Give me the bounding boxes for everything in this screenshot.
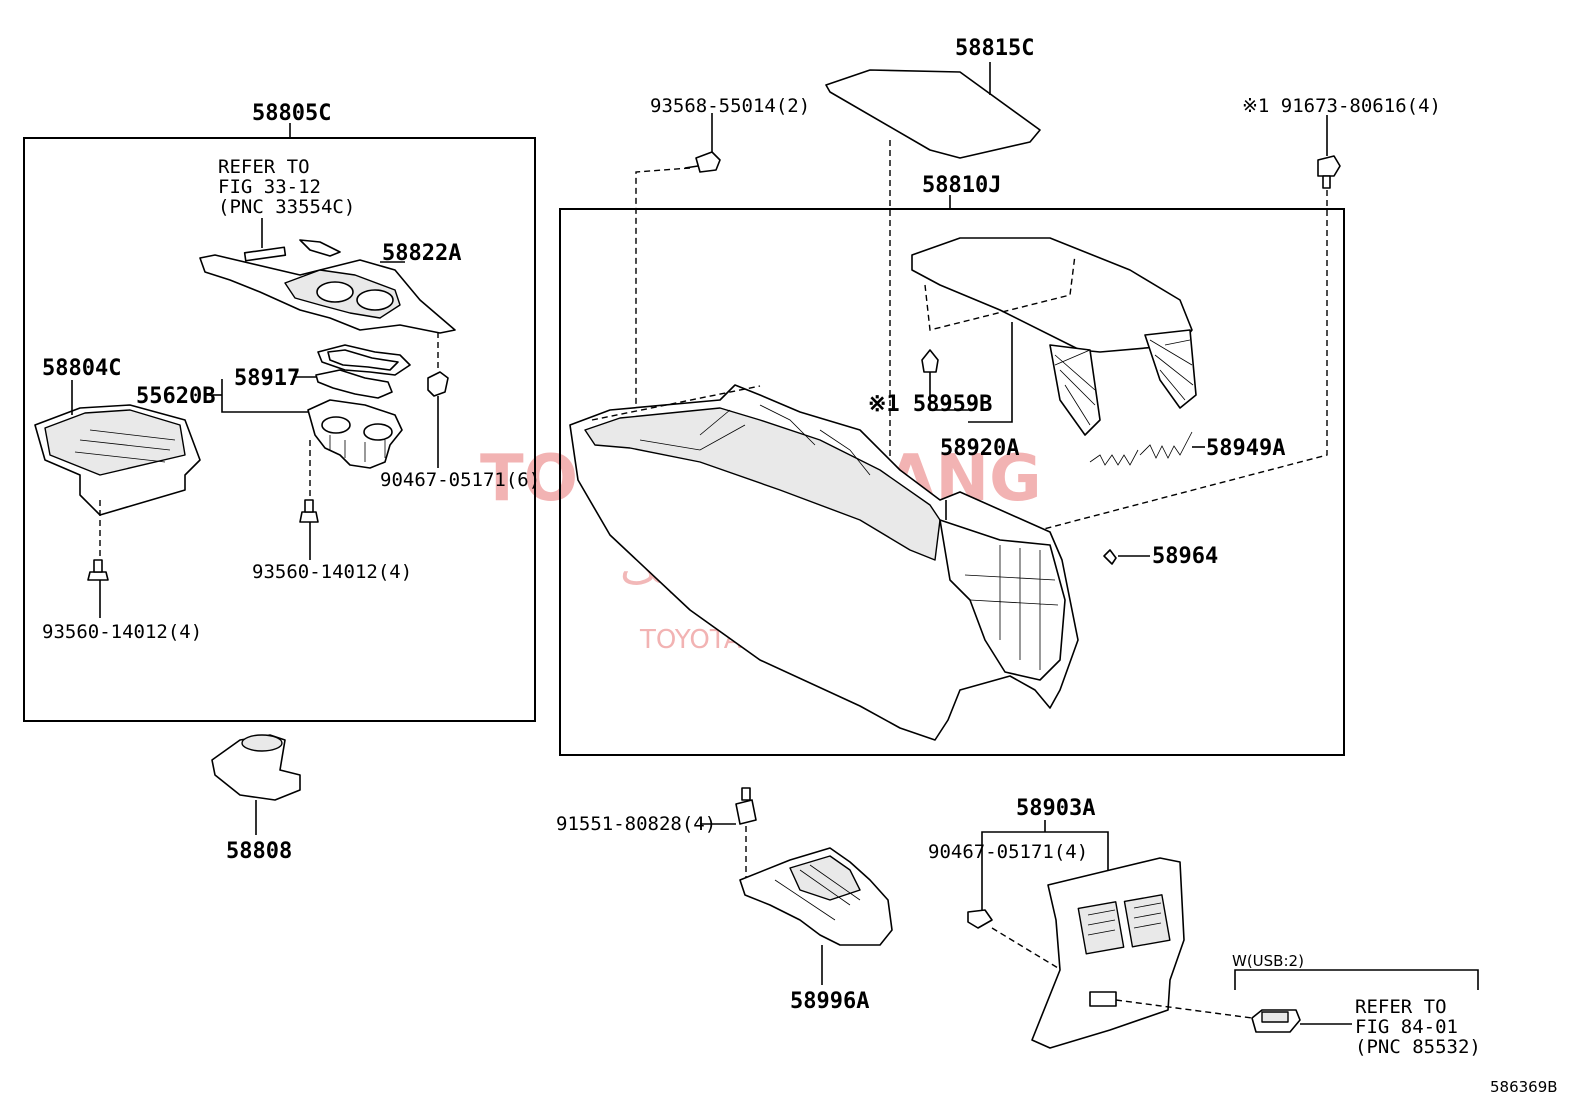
left-group-frame (23, 137, 536, 722)
label-91673-80616[interactable]: ※1 91673-80616(4) (1242, 95, 1441, 117)
label-93560-14012-a[interactable]: 93560-14012(4) (252, 561, 412, 583)
part-58822A-drawing (199, 239, 456, 334)
left-group: 58805C REFER TO FIG 33-12 (PNC 33554C) 5… (23, 101, 540, 722)
label-58805C[interactable]: 58805C (252, 101, 331, 126)
label-58822A[interactable]: 58822A (382, 241, 461, 266)
part-55620B-drawing (307, 399, 403, 469)
part-usb: W(USB:2) REFER TO FIG 84-01 (PNC 85532) (1232, 952, 1481, 1058)
part-58804C-drawing (34, 404, 201, 516)
label-58959B[interactable]: ※1 58959B (868, 392, 992, 417)
label-90467-05171-4[interactable]: 90467-05171(4) (928, 841, 1088, 863)
label-58964[interactable]: 58964 (1152, 544, 1218, 569)
refer-note2-line1: REFER TO (1355, 996, 1447, 1018)
refer-note-line2: FIG 33-12 (218, 176, 321, 198)
label-58903A[interactable]: 58903A (1016, 796, 1095, 821)
part-90467-clip-drawing (427, 371, 449, 397)
label-58810J[interactable]: 58810J (922, 173, 1001, 198)
part-58917-drawing (315, 344, 411, 399)
label-58920A[interactable]: 58920A (940, 436, 1019, 461)
label-58808[interactable]: 58808 (226, 839, 292, 864)
part-58815C: 58815C (825, 36, 1041, 525)
label-93568-55014[interactable]: 93568-55014(2) (650, 95, 810, 117)
console-group: 58810J ※1 58959B 58920A 58949A (559, 173, 1345, 756)
console-group-frame (559, 208, 1345, 756)
drawing-number: 586369B (1490, 1078, 1558, 1096)
label-91551-80828[interactable]: 91551-80828(4) (556, 813, 716, 835)
refer-note-line1: REFER TO (218, 156, 310, 178)
label-58996A[interactable]: 58996A (790, 989, 869, 1014)
label-58804C[interactable]: 58804C (42, 356, 121, 381)
part-58964-drawing (1103, 549, 1117, 565)
part-93560-bolt-a-drawing (299, 499, 319, 523)
refer-note2-line2: FIG 84-01 (1355, 1016, 1458, 1038)
label-55620B[interactable]: 55620B (136, 384, 215, 409)
part-58949A-drawing (1089, 431, 1193, 466)
part-58996A: 91551-80828(4) 58996A (556, 787, 893, 1014)
part-58808: 58808 (211, 734, 301, 864)
refer-note2-line3: (PNC 85532) (1355, 1036, 1481, 1058)
part-91673: ※1 91673-80616(4) (1039, 95, 1441, 531)
part-console-body-drawing (569, 384, 1079, 741)
part-58959B-drawing (921, 349, 939, 373)
usb-condition: W(USB:2) (1232, 952, 1304, 970)
part-93568: 93568-55014(2) (635, 95, 810, 420)
label-58815C[interactable]: 58815C (955, 36, 1034, 61)
refer-note-line3: (PNC 33554C) (218, 196, 355, 218)
part-58903A: 58903A 90467-05171(4) (928, 796, 1253, 1049)
label-58917[interactable]: 58917 (234, 366, 300, 391)
part-armrest-lid-drawing (911, 237, 1197, 436)
label-58949A[interactable]: 58949A (1206, 436, 1285, 461)
part-93560-bolt-b-drawing (87, 559, 109, 581)
label-93560-14012-b[interactable]: 93560-14012(4) (42, 621, 202, 643)
label-90467-05171-6[interactable]: 90467-05171(6) (380, 469, 540, 491)
